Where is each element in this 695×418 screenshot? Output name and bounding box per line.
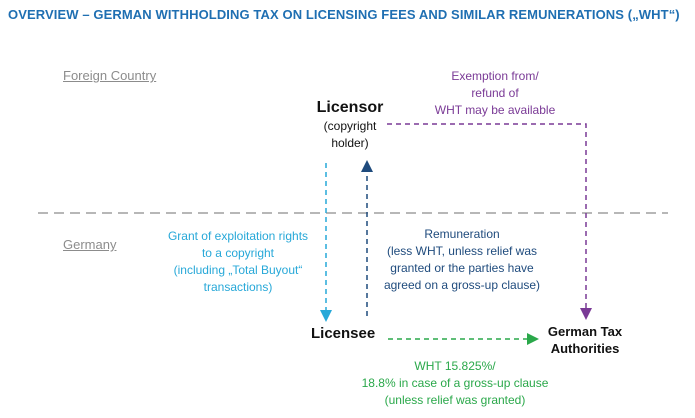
grant-line-3: (including „Total Buyout“ [173, 263, 303, 277]
licensee-name: Licensee [311, 325, 376, 342]
wht-line-1: WHT 15.825%/ [414, 359, 496, 373]
grant-line-2: to a copyright [201, 246, 275, 260]
remuneration-line-1: Remuneration [424, 227, 500, 241]
exemption-note: Exemption from/ refund of WHT may be ava… [410, 68, 580, 119]
remuneration-line-3: granted or the parties have [390, 261, 534, 275]
exemption-line-1: Exemption from/ [451, 69, 539, 83]
tax-authorities-line-2: Authorities [550, 341, 620, 356]
grant-line-1: Grant of exploitation rights [167, 229, 309, 243]
wht-line-3: (unless relief was granted) [384, 393, 526, 407]
wht-line-2: 18.8% in case of a gross-up clause [361, 376, 549, 390]
region-label-foreign: Foreign Country [63, 68, 157, 83]
remuneration-note: Remuneration (less WHT, unless relief wa… [372, 226, 552, 294]
licensor-node: Licensor (copyright holder) [300, 98, 400, 152]
wht-note: WHT 15.825%/ 18.8% in case of a gross-up… [340, 358, 570, 409]
page-title: OVERVIEW – GERMAN WITHHOLDING TAX ON LIC… [8, 7, 680, 22]
tax-authorities-node: German Tax Authorities [530, 323, 640, 357]
licensor-name: Licensor [316, 99, 384, 116]
grant-note: Grant of exploitation rights to a copyri… [148, 228, 328, 296]
licensor-sub-2: holder) [331, 136, 369, 150]
licensor-sub-1: (copyright [323, 119, 377, 133]
tax-authorities-line-1: German Tax [547, 324, 623, 339]
exemption-line-3: WHT may be available [434, 103, 556, 117]
exemption-arrow [387, 123, 592, 320]
exemption-line-2: refund of [471, 86, 519, 100]
grant-line-4: transactions) [203, 280, 273, 294]
remuneration-line-4: agreed on a gross-up clause) [383, 278, 541, 292]
remuneration-line-2: (less WHT, unless relief was [386, 244, 538, 258]
region-label-germany: Germany [63, 237, 117, 252]
